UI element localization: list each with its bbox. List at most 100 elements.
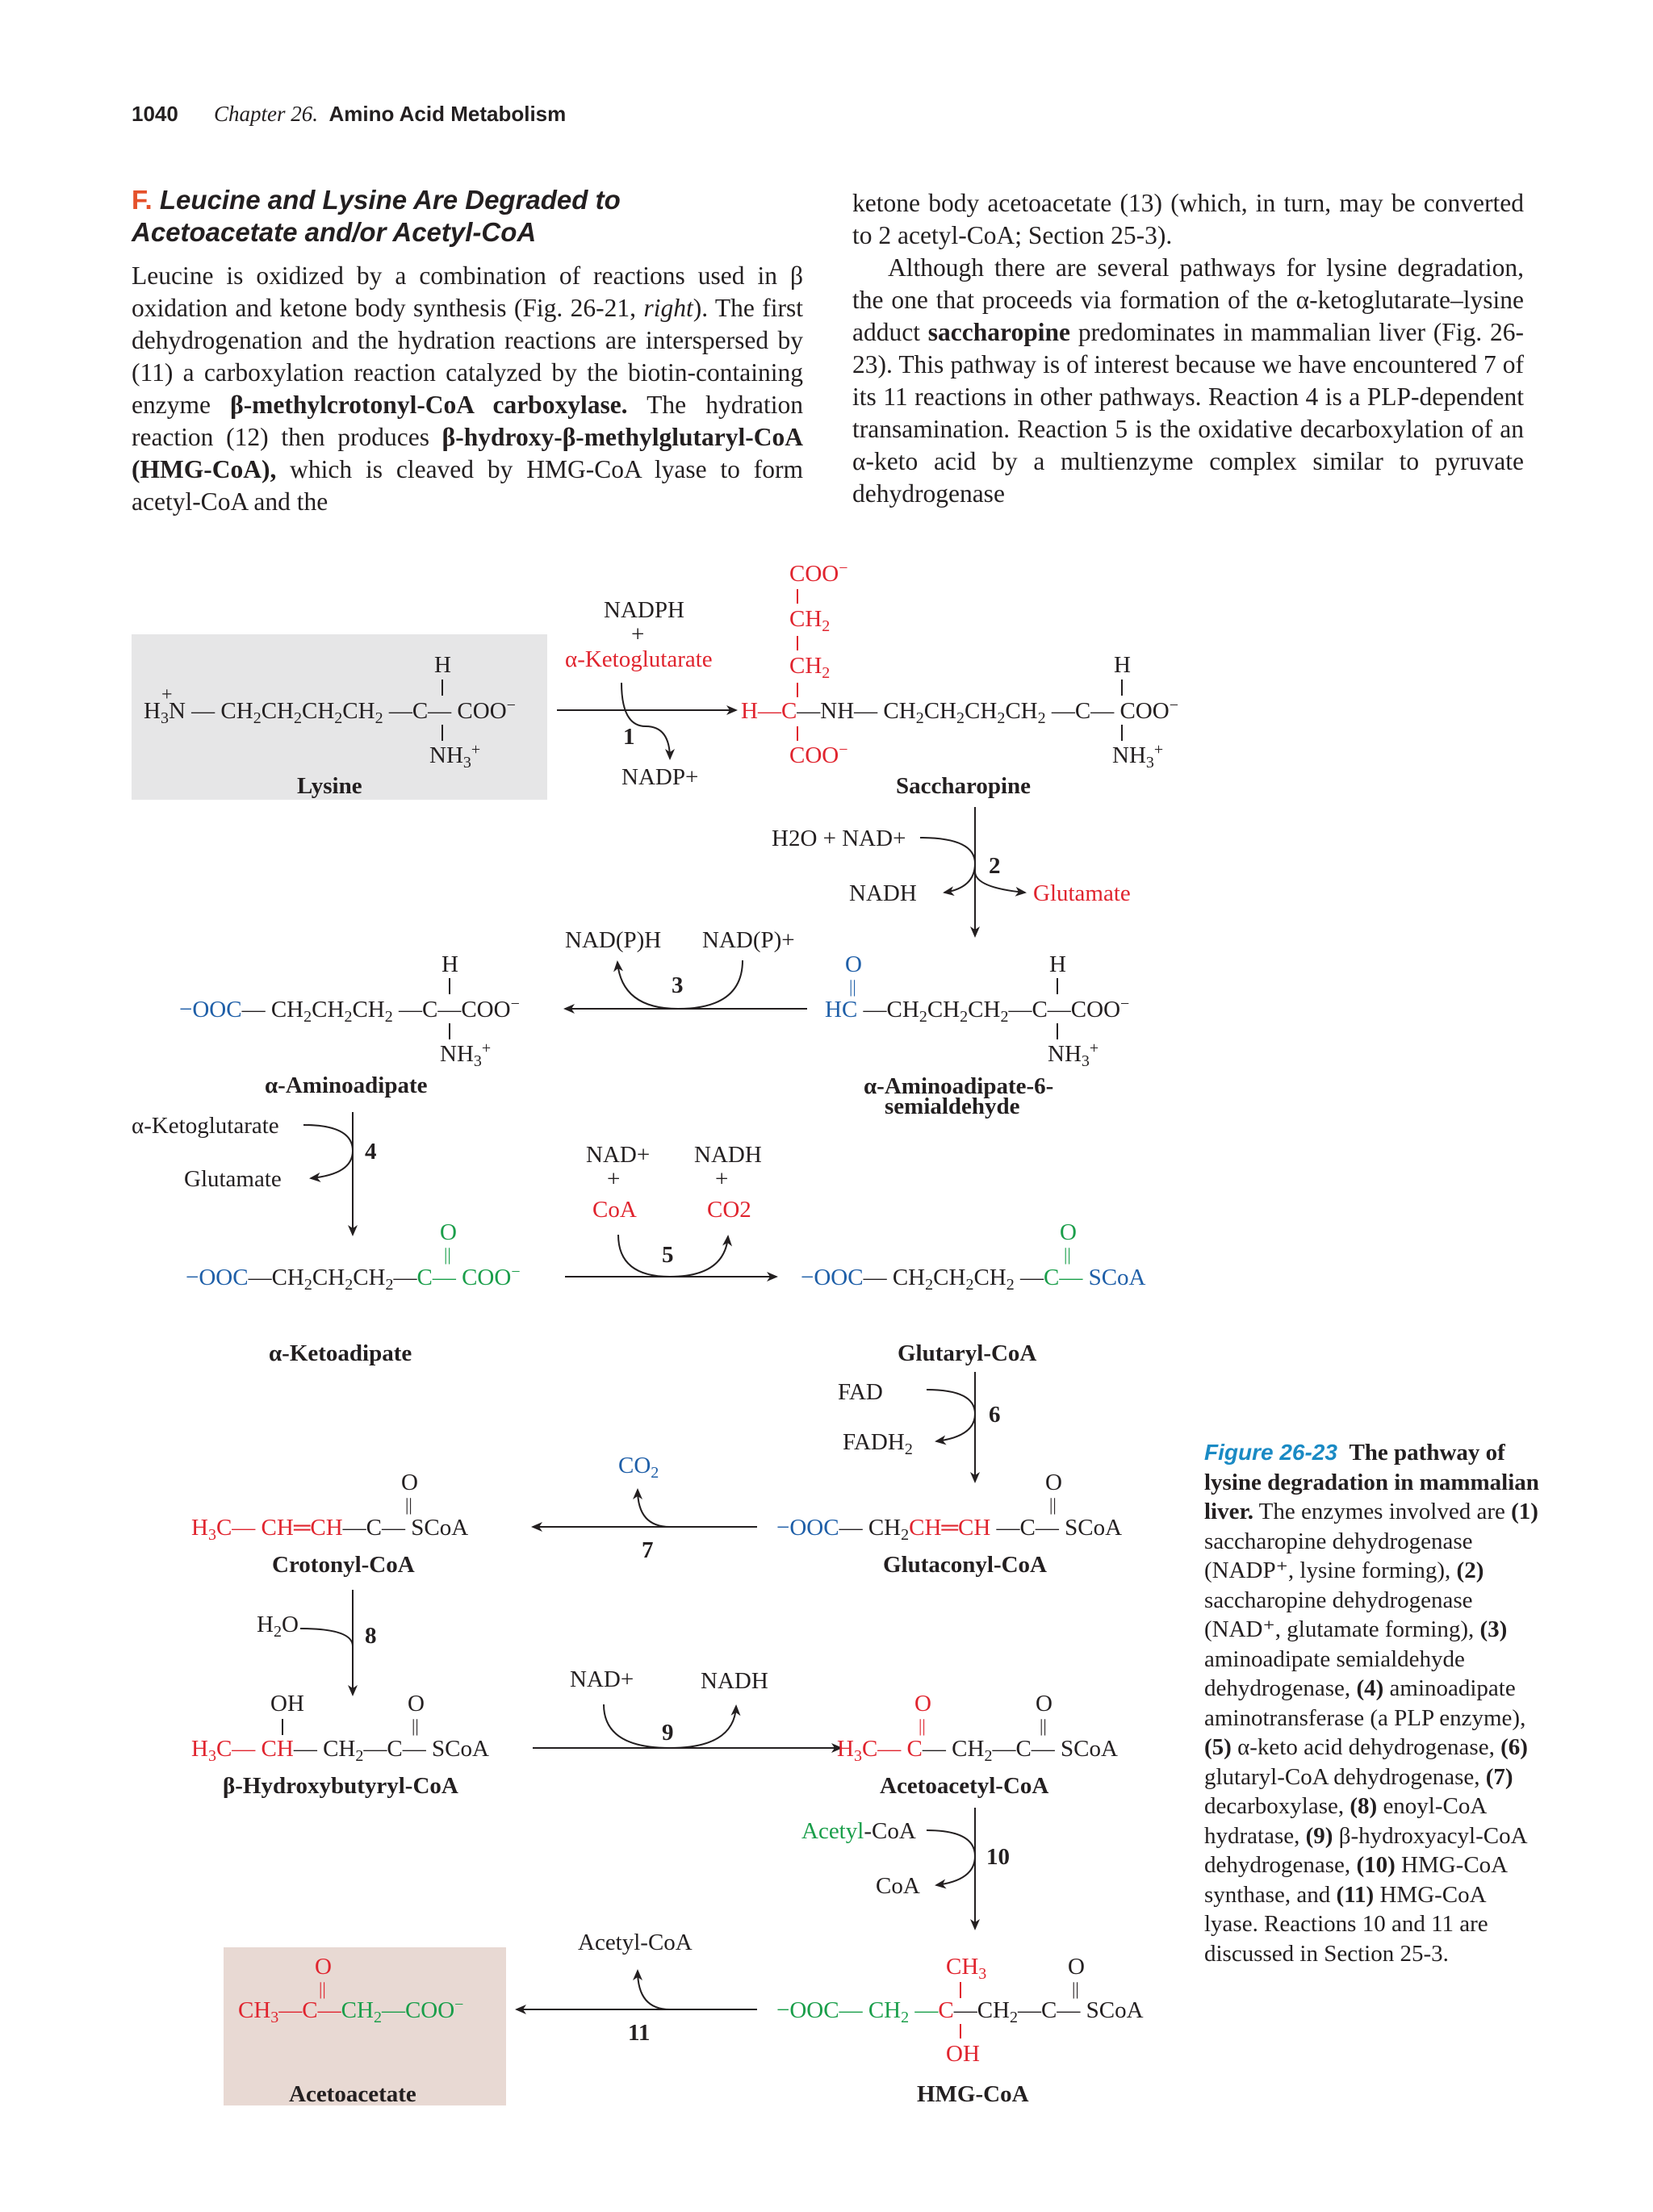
section-title-line2: Acetoacetate and/or Acetyl-CoA — [132, 217, 537, 247]
enzyme-number: (11) — [1336, 1881, 1375, 1908]
enzyme-number: (4) — [1356, 1675, 1384, 1701]
saccharopine-structure: COO− CH2 CH2 H—C—NH— CH2CH2CH2CH2 —C— CO… — [741, 559, 1178, 771]
step-5: 5 — [662, 1242, 674, 1268]
r2-glutamate: Glutamate — [1033, 880, 1131, 906]
caption-title: The pathway of lysine degradation in mam… — [1204, 1440, 1539, 1524]
r3-nadp: NAD(P)+ — [702, 927, 795, 953]
enzyme-number: (10) — [1356, 1852, 1396, 1878]
svg-text:NH3+: NH3+ — [440, 1039, 491, 1070]
svg-text:||: || — [849, 976, 856, 997]
page-number: 1040 — [132, 102, 178, 126]
aminoadipate-label: α-Aminoadipate — [265, 1073, 428, 1098]
enzyme-text: saccharopine dehydrogenase (NADP⁺, lysin… — [1204, 1528, 1473, 1584]
right-paragraph-2: Although there are several pathways for … — [852, 252, 1524, 510]
step-11: 11 — [628, 2020, 650, 2046]
reaction-10-curve — [926, 1829, 977, 1889]
lysine-highlight-box — [132, 634, 547, 800]
left-column: Leucine is oxidized by a combination of … — [132, 260, 803, 518]
svg-text:O: O — [315, 1954, 332, 1980]
r7-co2: CO2 — [618, 1453, 659, 1482]
svg-text:||: || — [412, 1716, 419, 1736]
enzyme-text: aminoadipate semialdehyde dehydrogenase, — [1204, 1645, 1465, 1702]
reaction-5-curve — [617, 1234, 733, 1278]
section-heading: F. Leucine and Lysine Are Degraded to Ac… — [132, 184, 810, 249]
r4-ketoglutarate: α-Ketoglutarate — [132, 1113, 279, 1139]
acetoacetate-structure: O || CH3—C—CH2—COO− — [238, 1954, 463, 2026]
svg-text:O: O — [408, 1691, 425, 1716]
svg-text:−OOC— CH2CH2CH2 —C—COO−: −OOC— CH2CH2CH2 —C—COO− — [179, 995, 520, 1026]
reaction-7-curve — [633, 1488, 671, 1528]
svg-text:||: || — [1040, 1716, 1047, 1736]
r5-plus2: + — [715, 1166, 728, 1192]
enzyme-text: decarboxylase, — [1204, 1793, 1345, 1819]
glutaryl-coa-label: Glutaryl-CoA — [898, 1340, 1036, 1366]
hydroxybutyryl-coa-structure: OH O || H3C— CH— CH2—C— SCoA — [191, 1691, 489, 1765]
lysine-label: Lysine — [297, 773, 362, 799]
svg-text:NH3+: NH3+ — [1048, 1039, 1099, 1070]
svg-text:CH3: CH3 — [946, 1954, 986, 1983]
semialdehyde-structure: O || HC —CH2CH2CH2—C—COO− H NH3+ — [825, 951, 1129, 1070]
text-run: ). The first dehydrogenation and the hyd… — [132, 294, 803, 419]
svg-text:||: || — [444, 1244, 451, 1265]
glutaconyl-coa-structure: O || −OOC— CH2CH═CH —C— SCoA — [776, 1470, 1122, 1544]
right-paragraph-1: ketone body acetoacetate (13) (which, in… — [852, 189, 1524, 249]
svg-text:OH: OH — [946, 2041, 980, 2067]
figure-caption: Figure 26-23 The pathway of lysine degra… — [1204, 1438, 1543, 1968]
step-6: 6 — [989, 1402, 1001, 1428]
enzyme-number: (8) — [1350, 1793, 1378, 1819]
svg-text:COO−: COO− — [789, 559, 848, 587]
svg-text:H: H — [1049, 951, 1066, 977]
ketoadipate-structure: O || −OOC—CH2CH2CH2—C— COO− — [186, 1219, 521, 1294]
enzyme-text: β-hydroxyacyl-CoA dehydrogenase, — [1204, 1822, 1526, 1879]
text-run: Although there are several pathways for … — [852, 253, 1524, 346]
r5-plus1: + — [607, 1166, 620, 1192]
r8-h2o: H2O — [257, 1612, 299, 1641]
svg-text:O: O — [1060, 1219, 1077, 1245]
svg-text:HC —CH2CH2CH2—C—COO−: HC —CH2CH2CH2—C—COO− — [825, 995, 1129, 1026]
acetoacetyl-coa-structure: O || O || H3C— C— CH2—C— SCoA — [837, 1691, 1118, 1765]
enzyme-number: (6) — [1500, 1734, 1528, 1760]
svg-text:−OOC— CH2 —C—CH2—C— SCoA: −OOC— CH2 —C—CH2—C— SCoA — [776, 1997, 1144, 2026]
svg-text:||: || — [1064, 1244, 1071, 1265]
svg-text:H: H — [434, 652, 451, 678]
svg-text:CH2: CH2 — [789, 653, 830, 682]
svg-text:O: O — [1045, 1470, 1062, 1495]
svg-text:O: O — [440, 1219, 457, 1245]
svg-text:+: + — [161, 684, 173, 705]
enzyme-name: β-methylcrotonyl-CoA carboxylase. — [230, 391, 628, 419]
aminoadipate-structure: −OOC— CH2CH2CH2 —C—COO− H NH3+ — [179, 951, 520, 1070]
figure-label: Figure 26-23 — [1204, 1440, 1337, 1465]
r6-fad: FAD — [838, 1379, 883, 1405]
text-run: The hydration reaction (12) then produce… — [132, 391, 803, 451]
r1-ketoglutarate: α-Ketoglutarate — [565, 646, 713, 672]
step-9: 9 — [662, 1720, 674, 1746]
r3-nadph: NAD(P)H — [565, 927, 661, 953]
enzyme-text: HMG-CoA synthase, and — [1204, 1852, 1507, 1908]
svg-text:O: O — [845, 951, 862, 977]
r5-coa: CoA — [592, 1197, 637, 1223]
section-title-line1: Leucine and Lysine Are Degraded to — [159, 185, 621, 215]
svg-text:O: O — [1068, 1954, 1085, 1980]
step-4: 4 — [365, 1139, 377, 1165]
glutaconyl-coa-label: Glutaconyl-CoA — [883, 1552, 1047, 1578]
svg-text:NH3+: NH3+ — [1112, 741, 1163, 771]
r1-plus: + — [631, 621, 644, 647]
enzyme-text: glutaryl-CoA dehydrogenase, — [1204, 1763, 1480, 1790]
reaction-3-curve — [613, 960, 743, 1010]
r4-glutamate: Glutamate — [184, 1166, 282, 1192]
reaction-11-curve — [633, 1969, 671, 2010]
svg-text:−OOC—CH2CH2CH2—C— COO−: −OOC—CH2CH2CH2—C— COO− — [186, 1263, 521, 1294]
chapter-label: Chapter 26. — [214, 102, 319, 126]
hydroxybutyryl-coa-label: β-Hydroxybutyryl-CoA — [223, 1773, 458, 1799]
svg-text:||: || — [1049, 1495, 1057, 1515]
svg-text:O: O — [914, 1691, 931, 1716]
step-3: 3 — [672, 972, 684, 998]
lysine-structure: + H3N — CH2CH2CH2CH2 —C— COO− H NH3+ — [144, 652, 516, 771]
r9-nadh: NADH — [701, 1668, 768, 1694]
text-run: which is cleaved by HMG-CoA lyase to for… — [132, 455, 803, 516]
svg-text:H: H — [441, 951, 458, 977]
svg-text:H: H — [1114, 652, 1131, 678]
enzyme-number: (9) — [1305, 1822, 1333, 1849]
enzyme-text: aminoadipate aminotransferase (a PLP enz… — [1204, 1675, 1526, 1731]
